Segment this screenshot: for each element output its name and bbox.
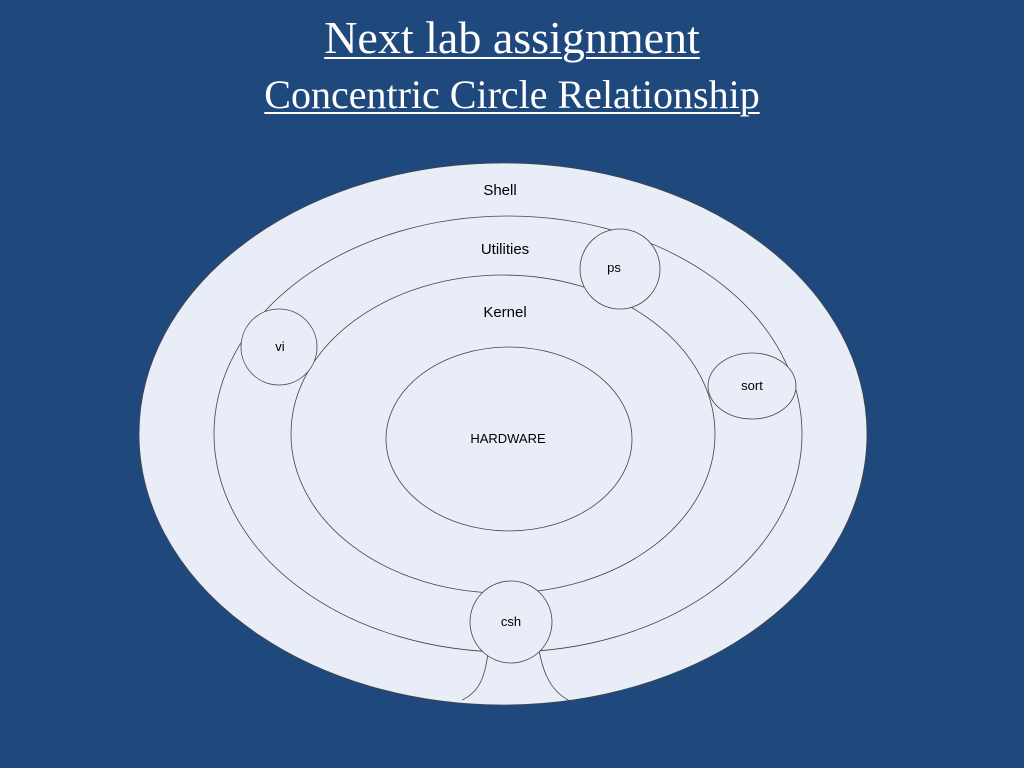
vi-label: vi xyxy=(275,339,285,354)
vi-node xyxy=(240,308,318,386)
csh-label: csh xyxy=(501,614,521,629)
ps-node xyxy=(579,228,661,310)
sort-node xyxy=(707,352,797,420)
hardware-core xyxy=(385,346,633,532)
shell-layer xyxy=(138,162,868,706)
sort-label: sort xyxy=(741,378,763,393)
ps-label: ps xyxy=(607,260,621,275)
slide-subtitle: Concentric Circle Relationship xyxy=(264,72,760,117)
csh-node xyxy=(469,580,553,664)
slide-title: Next lab assignment xyxy=(324,12,700,63)
utilities-label: Utilities xyxy=(481,241,529,258)
kernel-label: Kernel xyxy=(483,304,526,321)
hardware-label: HARDWARE xyxy=(470,431,546,446)
shell-label: Shell xyxy=(483,182,516,199)
